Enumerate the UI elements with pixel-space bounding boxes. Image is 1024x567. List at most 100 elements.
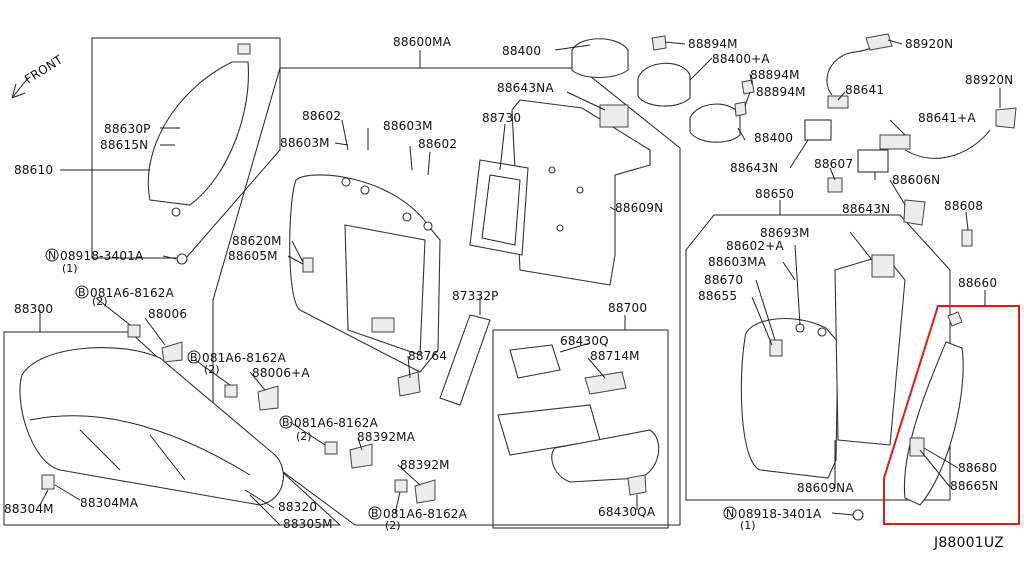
svg-text:B: B [371, 507, 379, 520]
clip-88894M-a [651, 35, 667, 51]
part-88730-trim [469, 159, 529, 256]
clip-88610 [237, 43, 251, 55]
hook-88610 [171, 207, 181, 217]
svg-text:B: B [78, 286, 86, 299]
label-88730: 88730 [482, 111, 521, 125]
part-88006A [257, 385, 279, 411]
label-88006A: 88006+A [252, 366, 310, 380]
part-88643N-b [857, 149, 889, 173]
label-88920N-2: 88920N [965, 73, 1013, 87]
rh-seatback-group-outline [685, 214, 951, 501]
part-88920N-b [995, 107, 1017, 129]
label-88603M-2: 88603M [383, 119, 433, 133]
label-87332P: 87332P [452, 289, 499, 303]
bolt-081A6-a [127, 324, 141, 338]
clip-88894M-b [741, 79, 755, 95]
label-qty-2c: (2) [296, 430, 312, 443]
label-88680: 88680 [958, 461, 997, 475]
part-88392M [414, 479, 436, 504]
label-88602A: 88602+A [726, 239, 784, 253]
cushion-group-outline [3, 331, 342, 526]
label-qty-2b: (2) [204, 363, 220, 376]
part-88400A-headrest [637, 62, 691, 107]
label-88665N: 88665N [950, 479, 998, 493]
part-88643N-a [804, 119, 832, 141]
label-88602-1: 88602 [302, 109, 341, 123]
label-88400A: 88400+A [712, 52, 770, 66]
label-88304MA: 88304MA [80, 496, 139, 510]
label-88643N-2: 88643N [842, 202, 890, 216]
label-08918-1: 08918-3401A [60, 249, 144, 263]
part-88714M [584, 371, 627, 395]
b-symbol-2 [187, 350, 201, 364]
n-symbol-1 [45, 248, 59, 262]
leader-lines [39, 39, 1001, 526]
armrest-group-outline [492, 329, 669, 529]
seatback-group-outline [212, 67, 681, 526]
label-081A6-4: 081A6-8162A [383, 507, 468, 521]
label-08918-2: 08918-3401A [738, 507, 822, 521]
label-88607: 88607 [814, 157, 853, 171]
label-88641: 88641 [845, 83, 884, 97]
part-68430QA [627, 474, 647, 496]
b-symbol-3 [279, 415, 293, 429]
part-88608 [961, 229, 973, 247]
label-081A6-2: 081A6-8162A [202, 351, 287, 365]
part-88606N [903, 199, 926, 226]
part-88643NA [599, 104, 629, 128]
label-081A6-1: 081A6-8162A [90, 286, 175, 300]
label-88894M-1: 88894M [688, 37, 738, 51]
label-88609N: 88609N [615, 201, 663, 215]
label-88643N-1: 88643N [730, 161, 778, 175]
label-88603MA: 88603MA [708, 255, 767, 269]
label-88920N-1: 88920N [905, 37, 953, 51]
label-68430Q: 68430Q [560, 334, 609, 348]
svg-text:B: B [282, 416, 290, 429]
part-88650-seatback [740, 317, 839, 479]
label-88400: 88400 [502, 44, 541, 58]
part-88392MA [349, 443, 373, 469]
label-qty-1a: (1) [62, 262, 78, 275]
catalog-code: J88001UZ [933, 535, 1004, 551]
clip-88894M-c [734, 101, 747, 117]
label-88764: 88764 [408, 349, 447, 363]
clip-88304M [41, 474, 55, 490]
front-label: FRONT [22, 52, 65, 86]
front-direction-arrow: FRONT [11, 52, 66, 99]
part-88764 [397, 371, 421, 397]
part-68430Q-cup [509, 344, 561, 379]
part-88300-cushion [19, 347, 284, 506]
label-88615N: 88615N [100, 138, 148, 152]
label-88320: 88320 [278, 500, 317, 514]
label-88605M: 88605M [228, 249, 278, 263]
callout-labels: 88600MA 88400 88894M 88920N 88400+A 8889… [4, 35, 1013, 551]
label-88660: 88660 [958, 276, 997, 290]
label-88643NA: 88643NA [497, 81, 554, 95]
bolt-081A6-c [324, 441, 338, 455]
side-bolster-group-outline [91, 37, 281, 259]
b-symbol-1 [75, 285, 89, 299]
label-88655: 88655 [698, 289, 737, 303]
bolt-081A6-d [394, 479, 408, 493]
label-081A6-3: 081A6-8162A [294, 416, 379, 430]
part-88400-headrest-rh [689, 103, 741, 143]
label-88392M: 88392M [400, 458, 450, 472]
svg-text:B: B [190, 351, 198, 364]
label-88300: 88300 [14, 302, 53, 316]
part-88609NA-frame [834, 254, 906, 446]
label-88609NA: 88609NA [797, 481, 854, 495]
label-88693M: 88693M [760, 226, 810, 240]
label-88894M-2: 88894M [750, 68, 800, 82]
part-88920N-a [865, 33, 893, 51]
label-88630P: 88630P [104, 122, 151, 136]
part-87332P-strip [439, 314, 491, 406]
label-qty-2d: (2) [385, 519, 401, 532]
bolt-081A6-b [224, 384, 238, 398]
part-88006 [161, 341, 183, 363]
label-88641A: 88641+A [918, 111, 976, 125]
label-qty-1b: (1) [740, 519, 756, 532]
label-88700: 88700 [608, 301, 647, 315]
svg-text:N: N [48, 249, 56, 262]
